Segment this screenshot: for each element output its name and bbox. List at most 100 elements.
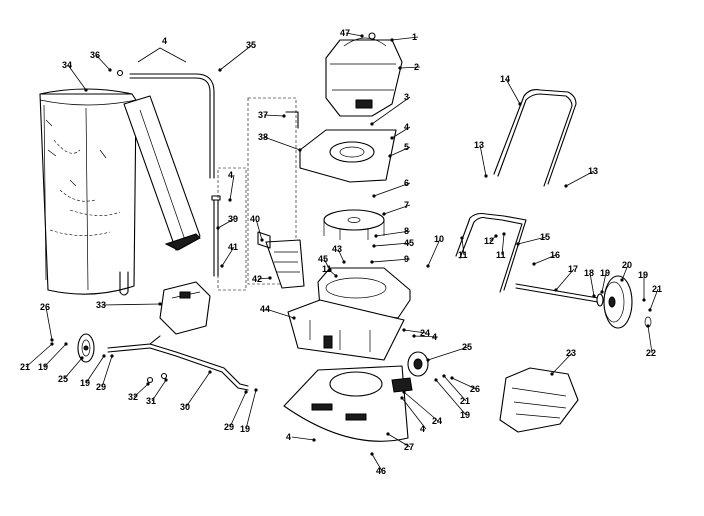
rear-axle — [107, 335, 249, 391]
part-callout-18: 18 — [584, 268, 594, 278]
part-callout-4f: 4 — [286, 432, 291, 442]
leader-line — [401, 397, 427, 430]
right-wheel — [596, 275, 652, 329]
leader-arrowhead — [158, 302, 162, 306]
part-callout-19f: 19 — [240, 424, 250, 434]
leader-line — [221, 246, 235, 267]
leader-line — [45, 306, 53, 341]
leader-arrowhead — [208, 370, 212, 374]
leader-line — [67, 64, 87, 91]
part-callout-5: 5 — [404, 142, 409, 152]
leader-line — [101, 303, 161, 306]
leader-arrowhead — [370, 260, 374, 264]
leader-arrowhead — [532, 262, 536, 266]
part-callout-4a: 4 — [162, 36, 167, 46]
leader-arrowhead — [146, 382, 150, 386]
chute-guard — [257, 231, 305, 289]
leader-line — [601, 272, 607, 293]
leader-line — [229, 174, 235, 201]
part-callout-25b: 25 — [462, 342, 472, 352]
part-callout-9: 9 — [404, 254, 409, 264]
part-callout-10: 10 — [434, 234, 444, 244]
leader-line — [85, 355, 105, 384]
leader-line — [403, 391, 439, 422]
collection-bag — [39, 88, 201, 296]
leader-arrowhead — [402, 390, 406, 394]
leader-arrowhead — [554, 288, 558, 292]
part-callout-36: 36 — [90, 50, 100, 60]
leader-arrowhead — [434, 378, 438, 382]
part-callout-15: 15 — [540, 232, 550, 242]
leader-line — [291, 436, 315, 441]
part-callout-21a: 21 — [652, 284, 662, 294]
leader-arrowhead — [502, 232, 506, 236]
leader-line — [647, 325, 653, 354]
part-callout-2: 2 — [414, 62, 419, 72]
leader-line — [387, 433, 411, 448]
leader-arrowhead — [516, 242, 520, 246]
leader-arrowhead — [268, 276, 272, 280]
leader-line — [63, 357, 83, 380]
part-callout-21b: 21 — [20, 362, 30, 372]
leader-arrowhead — [372, 194, 376, 198]
leader-arrowhead — [84, 88, 88, 92]
leader-arrowhead — [400, 396, 404, 400]
leader-line — [403, 329, 427, 334]
leader-arrowhead — [642, 298, 646, 302]
leader-arrowhead — [372, 244, 376, 248]
part-callout-17: 17 — [568, 264, 578, 274]
leader-line — [101, 355, 113, 388]
leader-arrowhead — [390, 136, 394, 140]
leader-arrowhead — [390, 38, 394, 42]
part-callout-3: 3 — [404, 92, 409, 102]
part-callout-39: 39 — [228, 214, 238, 224]
leader-arrowhead — [386, 432, 390, 436]
part-callout-41: 41 — [228, 242, 238, 252]
battery-box — [159, 281, 211, 335]
leader-arrowhead — [260, 238, 264, 242]
leader-arrowhead — [312, 438, 316, 442]
leader-arrowhead — [370, 122, 374, 126]
part-callout-31: 31 — [146, 396, 156, 406]
leader-line — [443, 375, 467, 402]
leader-line — [649, 288, 659, 311]
leader-line — [389, 146, 411, 157]
part-callout-16: 16 — [550, 250, 560, 260]
part-callout-29a: 29 — [96, 382, 106, 392]
part-callout-14: 14 — [500, 74, 510, 84]
part-callout-40: 40 — [250, 214, 260, 224]
leader-line — [551, 352, 573, 375]
leader-arrowhead — [80, 356, 84, 360]
part-callout-30: 30 — [180, 402, 190, 412]
leader-line — [245, 389, 257, 430]
part-callout-29b: 29 — [224, 422, 234, 432]
leader-arrowhead — [370, 452, 374, 456]
part-callout-11c: 11 — [322, 264, 332, 274]
leader-line — [399, 66, 421, 69]
part-callout-33: 33 — [96, 300, 106, 310]
part-callout-44: 44 — [260, 304, 270, 314]
part-callout-42: 42 — [252, 274, 262, 284]
leader-line — [373, 242, 411, 247]
leader-line — [337, 248, 345, 263]
leader-arrowhead — [50, 342, 54, 346]
bracket-leader — [137, 47, 187, 63]
discharge-chute — [499, 367, 579, 433]
leader-arrowhead — [564, 184, 568, 188]
leader-arrowhead — [450, 376, 454, 380]
leader-line — [505, 78, 521, 105]
part-callout-1: 1 — [412, 32, 417, 42]
leader-arrowhead — [50, 338, 54, 342]
leader-line — [371, 453, 383, 472]
part-callout-19d: 19 — [80, 378, 90, 388]
leader-arrowhead — [164, 378, 168, 382]
part-callout-19c: 19 — [38, 362, 48, 372]
leader-arrowhead — [388, 154, 392, 158]
leader-arrowhead — [484, 174, 488, 178]
part-callout-11a: 11 — [458, 250, 468, 260]
leader-line — [229, 391, 247, 428]
leader-arrowhead — [102, 354, 106, 358]
leader-arrowhead — [292, 316, 296, 320]
leader-line — [435, 379, 467, 416]
